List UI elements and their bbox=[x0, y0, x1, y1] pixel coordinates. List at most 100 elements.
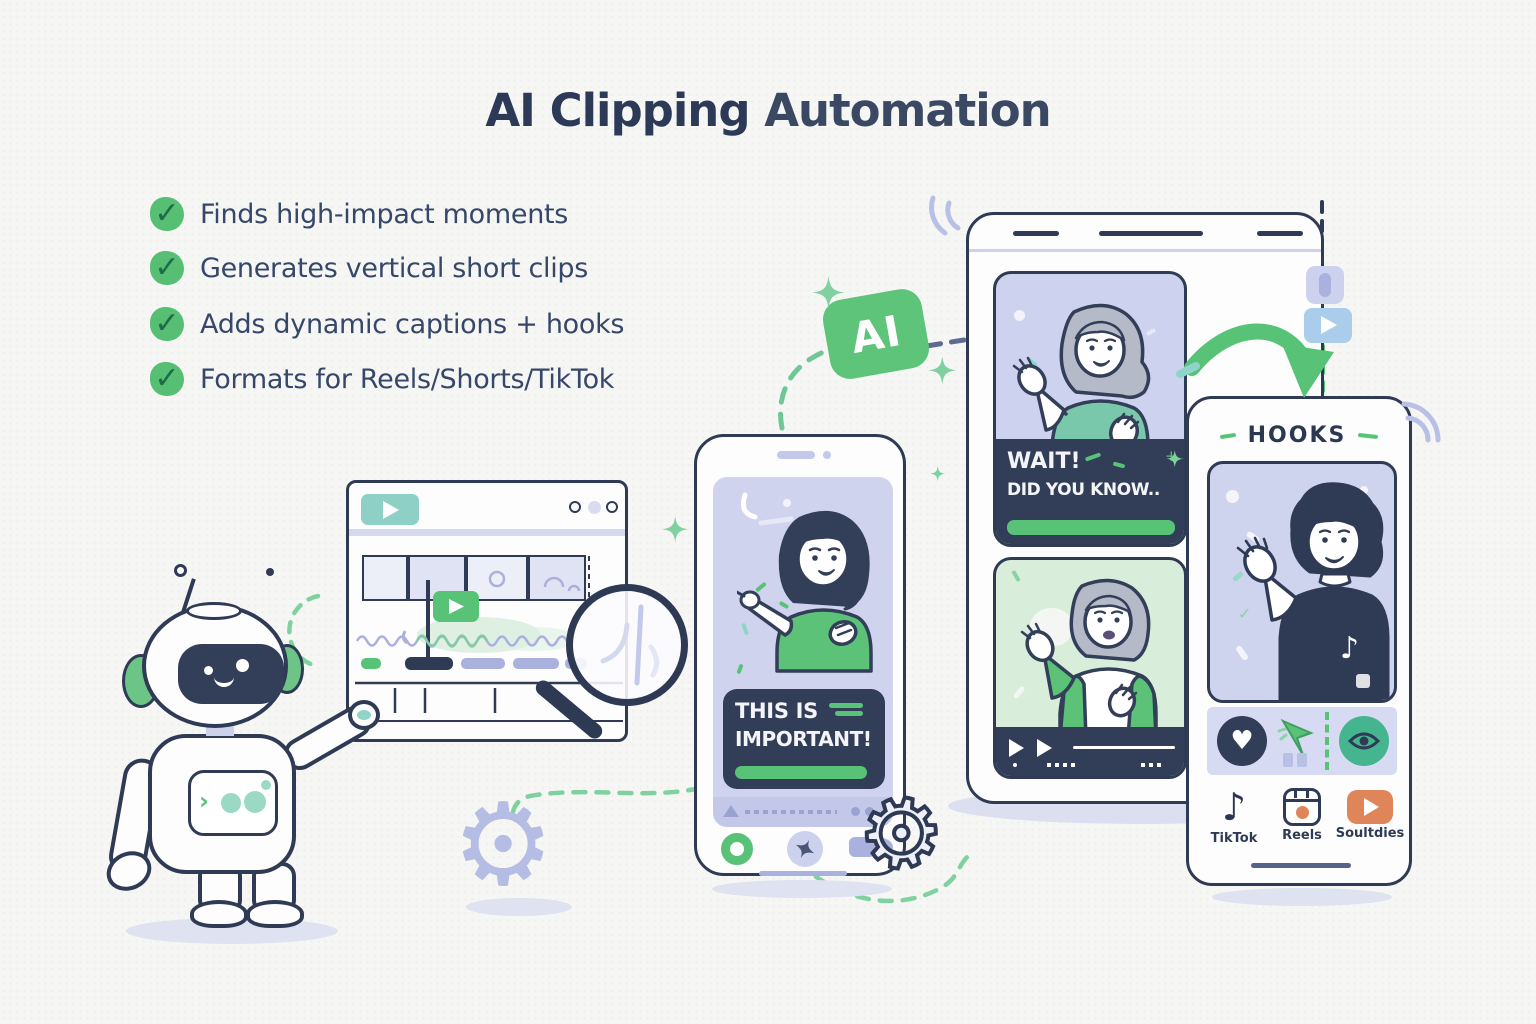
caption-line2: IMPORTANT! bbox=[735, 727, 872, 751]
checklist-label: Generates vertical short clips bbox=[200, 252, 589, 284]
window-dot bbox=[588, 501, 601, 514]
clip1-caption: WAIT! + DID YOU KNOW.. bbox=[996, 439, 1184, 544]
app-row: ♪ TikTok Reels Soultdies bbox=[1203, 785, 1405, 857]
tiktok-icon: ♪ bbox=[1221, 785, 1247, 829]
play-badge-icon bbox=[361, 494, 419, 525]
checklist-item-2: ✓ Generates vertical short clips bbox=[150, 248, 588, 288]
video-play-icon bbox=[1304, 308, 1352, 343]
page-title: AI Clipping Automation bbox=[0, 84, 1536, 137]
sound-arcs-right bbox=[1401, 401, 1441, 443]
clip1-progress-bar bbox=[1007, 520, 1175, 535]
doodle-plane bbox=[740, 492, 794, 526]
dotted-track bbox=[745, 810, 837, 814]
clip-card-1: + WAIT! bbox=[993, 271, 1187, 547]
sparkle-icon bbox=[930, 466, 946, 482]
app-shorts: Soultdies bbox=[1336, 785, 1404, 857]
checklist-item-3: ✓ Adds dynamic captions + hooks bbox=[150, 304, 624, 344]
clip-icon bbox=[849, 837, 875, 857]
phone-center: THIS IS IMPORTANT! bbox=[694, 434, 906, 876]
caption-progress-bar bbox=[735, 766, 867, 779]
confetti-check: ✓ bbox=[1238, 604, 1252, 623]
confetti-dot bbox=[1360, 486, 1368, 494]
robot-smile bbox=[214, 676, 234, 687]
robot-eye-right bbox=[236, 659, 249, 672]
robot-palm-pad bbox=[357, 710, 371, 720]
triangle-doodle bbox=[723, 805, 739, 817]
robot-chest-panel: › bbox=[188, 770, 278, 836]
hooks-label: HOOKS bbox=[1247, 423, 1347, 448]
checklist-item-1: ✓ Finds high-impact moments bbox=[150, 194, 568, 234]
clip-icon-crescent bbox=[880, 838, 893, 856]
play-icon bbox=[1009, 739, 1024, 757]
chest-dot bbox=[221, 793, 241, 813]
view-button bbox=[1339, 716, 1389, 766]
magnifier-lens bbox=[566, 584, 688, 706]
scrub-strip bbox=[713, 797, 893, 827]
speaker-pill bbox=[777, 451, 815, 459]
check-icon: ✓ bbox=[150, 307, 184, 341]
sparkle-icon bbox=[928, 356, 957, 385]
sparkle-icon bbox=[812, 276, 845, 309]
sparkle-icon bbox=[1166, 450, 1184, 468]
reaction-strip: ♥ bbox=[1207, 707, 1397, 775]
checklist-item-4: ✓ Formats for Reels/Shorts/TikTok bbox=[150, 359, 614, 399]
window-dot bbox=[569, 501, 581, 513]
app-label: Reels bbox=[1282, 828, 1322, 843]
check-icon: ✓ bbox=[150, 251, 184, 285]
presenter-woman-illustration bbox=[737, 510, 873, 673]
sparkle-icon bbox=[662, 516, 689, 543]
checklist-label: Finds high-impact moments bbox=[200, 198, 569, 230]
heart-icon: ♥ bbox=[1230, 726, 1254, 756]
clip-card-2 bbox=[993, 557, 1187, 779]
eye-icon bbox=[1347, 732, 1381, 750]
effects-button bbox=[787, 831, 823, 867]
robot-eye-left bbox=[204, 666, 213, 675]
presenter-hooks-illustration: ♪ bbox=[1236, 482, 1390, 700]
camera-dot bbox=[823, 451, 831, 459]
dot bbox=[1013, 763, 1017, 767]
status-dash bbox=[1013, 231, 1059, 236]
clip1-caption-line2: DID YOU KNOW.. bbox=[1007, 480, 1160, 500]
vertical-pill bbox=[1319, 273, 1331, 297]
hooks-header: HOOKS bbox=[1189, 423, 1409, 448]
robot-hand-right bbox=[348, 700, 380, 730]
confetti-dot bbox=[1014, 310, 1025, 321]
app-tiktok: ♪ TikTok bbox=[1203, 785, 1265, 857]
dashed-path-under-phone bbox=[795, 853, 971, 904]
phone-hooks: HOOKS ✓ bbox=[1186, 396, 1412, 886]
dashed-divider bbox=[1325, 712, 1329, 770]
phone-center-shadow bbox=[712, 880, 892, 898]
play-triangle-icon bbox=[383, 501, 399, 519]
play-triangle-icon bbox=[1321, 316, 1337, 334]
gear-shadow bbox=[466, 898, 572, 916]
editor-header-strip bbox=[349, 529, 625, 536]
app-label: Soultdies bbox=[1335, 826, 1405, 841]
title-bold: AI Clipping bbox=[485, 84, 750, 137]
title-regular: Automation bbox=[764, 84, 1051, 137]
dashed-path-phone-to-gear bbox=[509, 785, 703, 821]
record-ring-icon bbox=[721, 833, 753, 865]
window-dot bbox=[606, 501, 618, 513]
status-dash bbox=[1099, 231, 1203, 236]
gear-icon: ⚙ bbox=[452, 778, 555, 911]
caption-accent-dash bbox=[835, 711, 863, 716]
dashed-arc-robot bbox=[287, 593, 321, 669]
clip2-player-bar bbox=[996, 727, 1184, 776]
home-indicator bbox=[1251, 863, 1351, 868]
magnified-detail bbox=[600, 604, 659, 686]
header-divider bbox=[969, 249, 1321, 252]
chest-dot bbox=[244, 791, 266, 813]
star-icon bbox=[795, 839, 815, 859]
decor-dot bbox=[266, 568, 274, 576]
phone-center-screen: THIS IS IMPORTANT! bbox=[713, 477, 893, 827]
dot-row bbox=[1047, 763, 1077, 767]
track-dot bbox=[865, 807, 874, 816]
editor-timeline bbox=[355, 555, 623, 722]
strip-bar bbox=[1283, 753, 1293, 767]
checklist-label: Adds dynamic captions + hooks bbox=[200, 308, 625, 340]
caption-accent-dash bbox=[829, 703, 863, 708]
vertical-video-icon bbox=[1306, 266, 1344, 304]
robot-head-glare bbox=[186, 602, 242, 620]
